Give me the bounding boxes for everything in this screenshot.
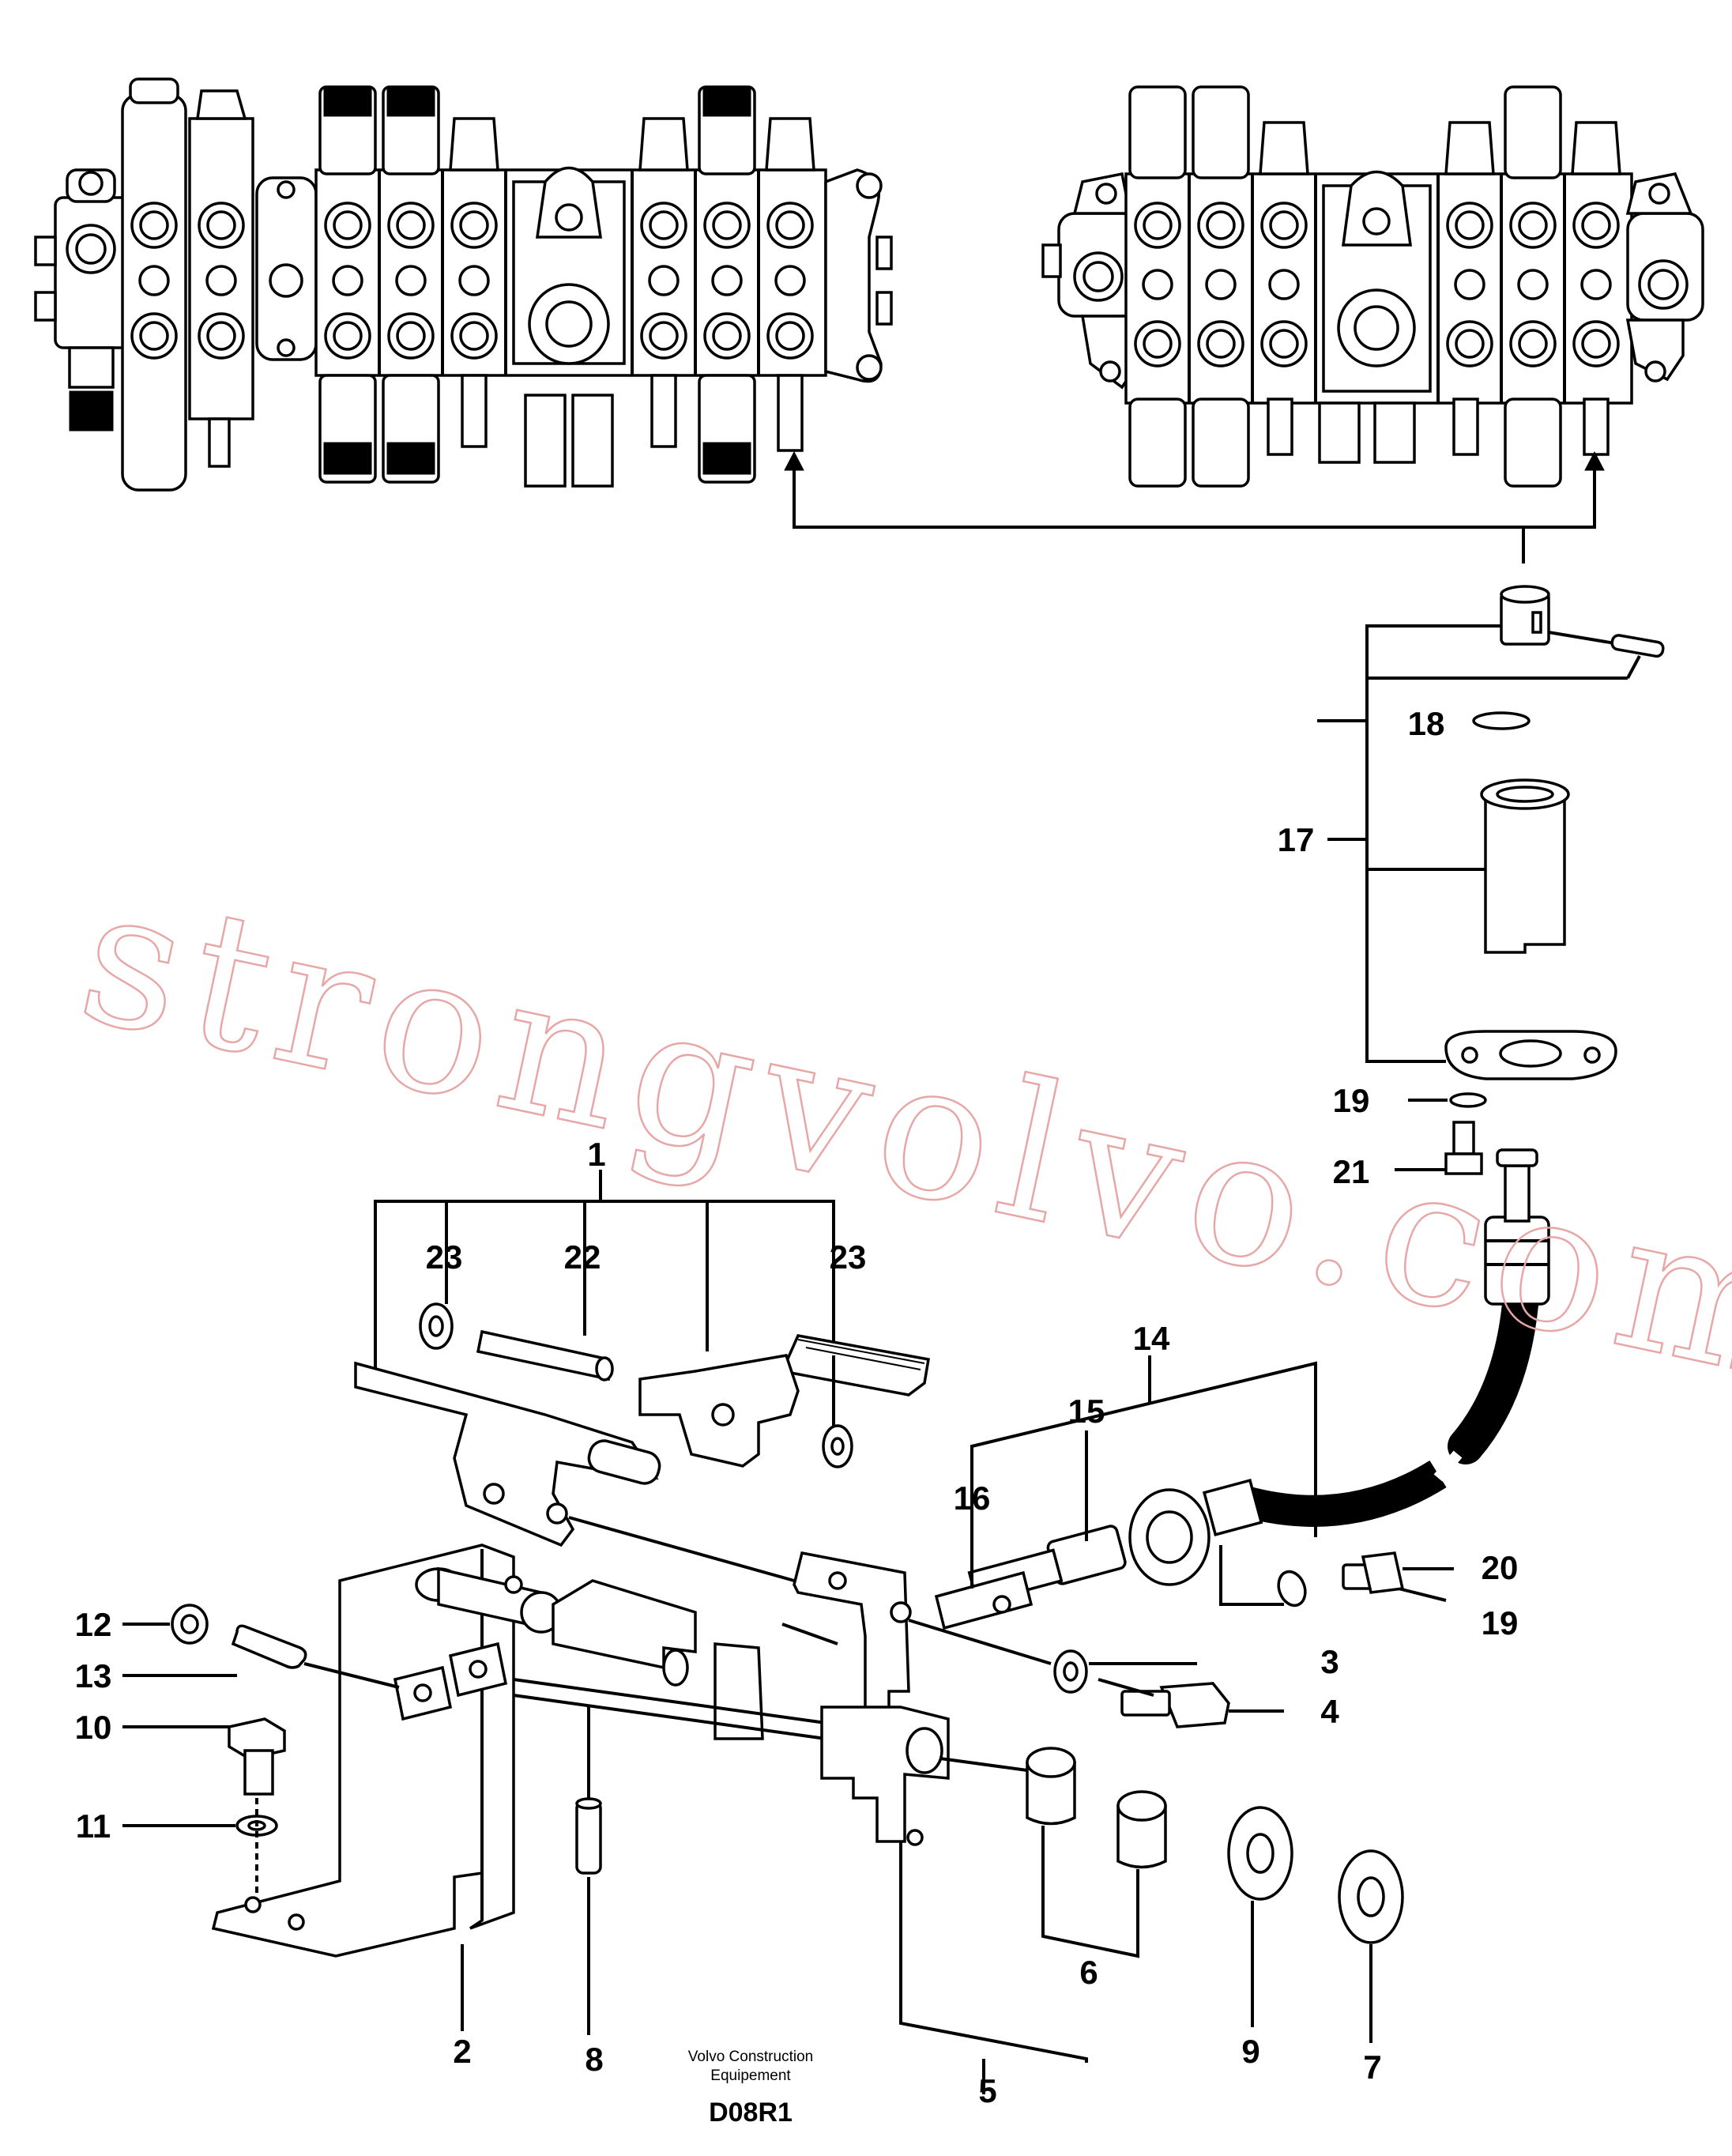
callout-19-top: 19 bbox=[1333, 1082, 1370, 1119]
footer-brand-line2: Equipement bbox=[710, 2067, 791, 2084]
callout-14: 14 bbox=[1133, 1320, 1170, 1357]
callout-11: 11 bbox=[76, 1807, 111, 1845]
callout-13: 13 bbox=[75, 1657, 112, 1694]
callout-20: 20 bbox=[1482, 1549, 1519, 1586]
callout-10: 10 bbox=[75, 1709, 112, 1746]
callout-5: 5 bbox=[978, 2072, 996, 2109]
control-cable bbox=[934, 1148, 1550, 1630]
callout-17: 17 bbox=[1278, 821, 1315, 858]
callout-7: 7 bbox=[1363, 2049, 1381, 2086]
pedal-leader bbox=[568, 1516, 795, 1582]
callout-8: 8 bbox=[585, 2041, 603, 2078]
control-valve-right-view bbox=[1041, 85, 1704, 488]
roll-pin bbox=[575, 1707, 602, 2035]
callout-22: 22 bbox=[564, 1238, 601, 1276]
callout-9: 9 bbox=[1241, 2033, 1259, 2070]
cable-fasteners bbox=[1277, 1551, 1454, 1608]
footer: Volvo Construction Equipement D08R1 bbox=[688, 2049, 813, 2128]
callout-16: 16 bbox=[954, 1479, 991, 1517]
callout-6: 6 bbox=[1079, 1954, 1098, 1991]
callout-21: 21 bbox=[1333, 1153, 1370, 1190]
spool-connector-assembly bbox=[1317, 585, 1665, 1175]
drawing-code: D08R1 bbox=[709, 2098, 793, 2128]
arm-fasteners bbox=[908, 1619, 1284, 1728]
callout-19-bottom: 19 bbox=[1482, 1604, 1519, 1642]
left-fasteners bbox=[122, 1604, 400, 1893]
callout-1: 1 bbox=[587, 1136, 605, 1173]
pedal-assembly bbox=[354, 1170, 931, 1547]
footer-brand-line1: Volvo Construction bbox=[688, 2049, 813, 2065]
callout-4: 4 bbox=[1320, 1693, 1339, 1730]
watermark-text: strongvolvo.com bbox=[64, 846, 1732, 1426]
bushings-and-washers bbox=[1026, 1747, 1404, 2043]
callout-3: 3 bbox=[1320, 1643, 1339, 1680]
lever-arm bbox=[793, 1551, 1088, 2094]
callout-labels: 1 2 3 4 5 6 7 8 9 10 11 12 13 14 15 16 1… bbox=[75, 705, 1519, 2109]
callout-2: 2 bbox=[453, 2033, 471, 2070]
callout-15: 15 bbox=[1068, 1393, 1105, 1430]
callout-23-left: 23 bbox=[426, 1238, 463, 1276]
callout-12: 12 bbox=[75, 1606, 112, 1643]
bracket-assembly bbox=[211, 1544, 838, 1958]
control-valve-left-view bbox=[34, 77, 893, 492]
callout-23-right: 23 bbox=[830, 1238, 867, 1276]
callout-18: 18 bbox=[1408, 705, 1445, 742]
valve-connection-arrows bbox=[784, 450, 1605, 564]
